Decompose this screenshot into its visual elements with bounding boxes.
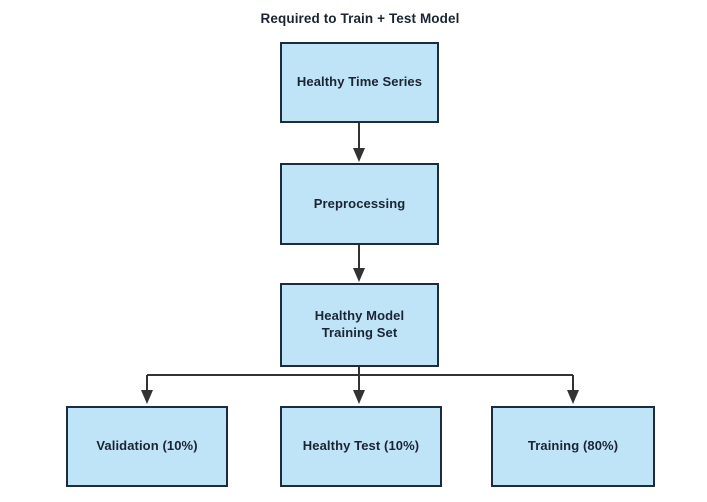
node-training: Training (80%) (491, 406, 655, 487)
node-validation: Validation (10%) (66, 406, 228, 487)
arrowhead (353, 268, 365, 282)
node-label: Healthy Test (10%) (302, 438, 420, 454)
node-healthy-model-training-set: Healthy Model Training Set (280, 283, 439, 367)
arrowhead (567, 390, 579, 404)
node-label: Healthy Time Series (296, 74, 423, 90)
node-preprocessing: Preprocessing (280, 163, 439, 245)
node-healthy-time-series: Healthy Time Series (280, 42, 439, 123)
node-label: Preprocessing (313, 195, 406, 211)
node-healthy-test: Healthy Test (10%) (280, 406, 442, 487)
diagram-title: Required to Train + Test Model (260, 11, 460, 26)
node-label: Training (80%) (527, 438, 619, 454)
node-label: Healthy Model Training Set (314, 308, 405, 340)
arrowhead (353, 390, 365, 404)
node-label: Validation (10%) (96, 438, 198, 454)
arrowhead (353, 148, 365, 162)
arrowhead (141, 390, 153, 404)
edge-line (146, 367, 574, 391)
